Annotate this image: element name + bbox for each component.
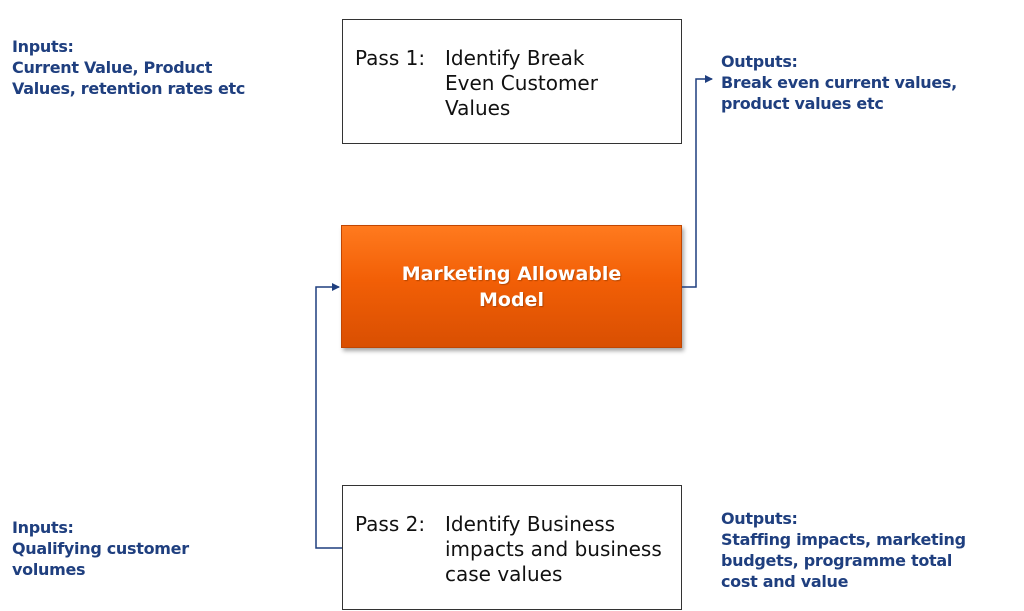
pass1-line: Even Customer: [445, 71, 598, 95]
pass2-description: Identify Business impacts and business c…: [445, 512, 662, 587]
model-title-line: Model: [479, 288, 544, 311]
marketing-allowable-model-box: Marketing Allowable Model: [341, 225, 682, 348]
outputs-top-line: product values etc: [721, 94, 884, 113]
pass2-line: impacts and business: [445, 537, 662, 561]
model-to-outputs-arrow: [682, 75, 713, 288]
outputs-bottom-line: cost and value: [721, 572, 849, 591]
model-title-line: Marketing Allowable: [401, 262, 622, 285]
inputs-bottom-heading: Inputs:: [12, 518, 74, 537]
inputs-top-heading: Inputs:: [12, 37, 74, 56]
pass2-line: case values: [445, 562, 563, 586]
pass1-description: Identify Break Even Customer Values: [445, 46, 598, 121]
pass1-line: Values: [445, 96, 511, 120]
pass1-box: Pass 1: Identify Break Even Customer Val…: [342, 19, 682, 144]
inputs-top-line: Values, retention rates etc: [12, 79, 246, 98]
inputs-bottom-line: Qualifying customer: [12, 539, 189, 558]
model-title: Marketing Allowable Model: [402, 261, 622, 313]
pass1-label: Pass 1:: [355, 46, 426, 70]
outputs-top-line: Break even current values,: [721, 73, 957, 92]
inputs-top-note: Inputs: Current Value, Product Values, r…: [12, 36, 245, 99]
outputs-top-note: Outputs: Break even current values, prod…: [721, 51, 957, 114]
pass2-label: Pass 2:: [355, 512, 426, 536]
outputs-top-heading: Outputs:: [721, 52, 798, 71]
pass2-box: Pass 2: Identify Business impacts and bu…: [342, 485, 682, 610]
pass2-to-model-arrow: [315, 283, 342, 549]
pass1-line: Identify Break: [445, 46, 585, 70]
outputs-bottom-line: budgets, programme total: [721, 551, 953, 570]
inputs-bottom-line: volumes: [12, 560, 86, 579]
inputs-bottom-note: Inputs: Qualifying customer volumes: [12, 517, 189, 580]
outputs-bottom-line: Staffing impacts, marketing: [721, 530, 966, 549]
outputs-bottom-heading: Outputs:: [721, 509, 798, 528]
pass2-line: Identify Business: [445, 512, 616, 536]
inputs-top-line: Current Value, Product: [12, 58, 213, 77]
outputs-bottom-note: Outputs: Staffing impacts, marketing bud…: [721, 508, 966, 592]
